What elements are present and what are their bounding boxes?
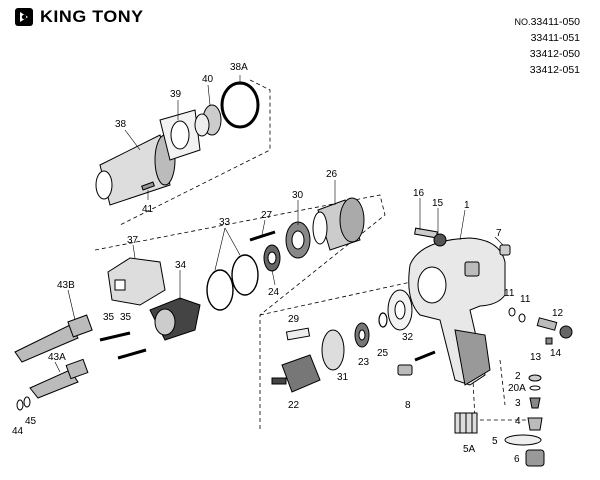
callout-label: 23 — [358, 357, 370, 368]
callout-label: 11 — [520, 294, 531, 305]
callout-label: 7 — [496, 228, 502, 239]
callout-label: 45 — [25, 416, 37, 427]
part-hammer — [149, 297, 201, 341]
part-bearing-30 — [285, 221, 311, 259]
part-vanes — [285, 327, 311, 341]
part-end-plate-31 — [321, 329, 345, 371]
part-plug-7 — [499, 244, 511, 256]
callout-label: 1 — [464, 200, 470, 211]
callout-numbers: 38 39 40 38A 41 26 30 27 33 37 34 24 16 … — [12, 62, 564, 465]
callout-label: 30 — [292, 190, 304, 201]
callout-label: 15 — [432, 198, 444, 209]
callout-label: 14 — [550, 348, 562, 359]
part-seals-11 — [508, 307, 526, 323]
part-washer-25 — [378, 312, 388, 328]
part-inlet-stack — [504, 374, 545, 467]
part-filter-5a — [454, 412, 478, 434]
part-bushing — [194, 104, 222, 137]
callout-label: 12 — [552, 308, 564, 319]
callout-label: 38 — [115, 119, 127, 130]
callout-label: 38A — [230, 62, 248, 73]
callout-label: 37 — [127, 235, 139, 246]
callout-label: 27 — [261, 210, 273, 221]
callout-label: 20A — [508, 383, 526, 394]
callout-label: 44 — [12, 426, 24, 437]
part-rotor — [271, 354, 321, 393]
model-number: 33411-051 — [530, 32, 580, 44]
callout-label: 3 — [515, 398, 521, 409]
model-number: 33411-050 — [530, 16, 580, 28]
callout-label: 4 — [515, 416, 521, 427]
part-cylinder — [312, 197, 365, 251]
part-anvil-43b — [14, 314, 93, 363]
callout-label: 8 — [405, 400, 411, 411]
callout-label: 2 — [515, 371, 521, 382]
callout-label: 41 — [142, 204, 154, 215]
model-number: 33412-050 — [529, 48, 580, 60]
part-clips-44-45 — [16, 396, 31, 411]
callout-label: 25 — [377, 348, 389, 359]
callout-label: 31 — [337, 372, 349, 383]
callout-label: 35 — [120, 312, 132, 323]
callout-label: 6 — [514, 454, 520, 465]
callout-label: 43B — [57, 280, 75, 291]
callout-label: 16 — [413, 188, 425, 199]
part-o-ring-38a — [220, 81, 260, 129]
part-front-shroud — [95, 134, 176, 206]
part-bearing-24 — [263, 244, 281, 272]
part-gasket-32 — [387, 289, 413, 331]
callout-label: 24 — [268, 287, 280, 298]
callout-label: 26 — [326, 169, 338, 180]
part-gasket-plate — [159, 109, 201, 161]
part-rings-33 — [206, 254, 259, 311]
brand-name: KING TONY — [40, 7, 144, 26]
part-trigger — [397, 350, 436, 376]
part-pin-27 — [249, 230, 276, 242]
callout-label: 35 — [103, 312, 115, 323]
part-bearing-23 — [354, 322, 370, 348]
brand-logo: KING TONY — [14, 6, 143, 28]
part-pins-35 — [99, 331, 147, 360]
callout-label: 32 — [402, 332, 414, 343]
part-screw-41 — [141, 181, 155, 191]
callout-label: 22 — [288, 400, 300, 411]
callout-label: 29 — [288, 314, 300, 325]
callout-label: 5A — [463, 444, 476, 455]
king-tony-logo-icon — [15, 8, 33, 26]
callout-label: 33 — [219, 217, 231, 228]
model-number: 33412-051 — [529, 64, 580, 76]
part-anvil-43a — [29, 358, 89, 399]
part-bolt-16 — [414, 227, 447, 247]
callout-label: 5 — [492, 436, 498, 447]
callout-label: 39 — [170, 89, 182, 100]
model-prefix: NO. — [514, 17, 531, 27]
callout-label: 40 — [202, 74, 214, 85]
callout-label: 11 — [504, 288, 515, 299]
callout-leader-lines — [54, 75, 504, 373]
part-reverse-valve — [536, 317, 573, 345]
part-housing — [408, 237, 506, 386]
callout-label: 34 — [175, 260, 187, 271]
callout-label: 13 — [530, 352, 542, 363]
model-number-list: NO.33411-050 33411-051 33412-050 33412-0… — [515, 14, 580, 78]
part-hammer-cage — [107, 257, 166, 306]
callout-label: 43A — [48, 352, 66, 363]
